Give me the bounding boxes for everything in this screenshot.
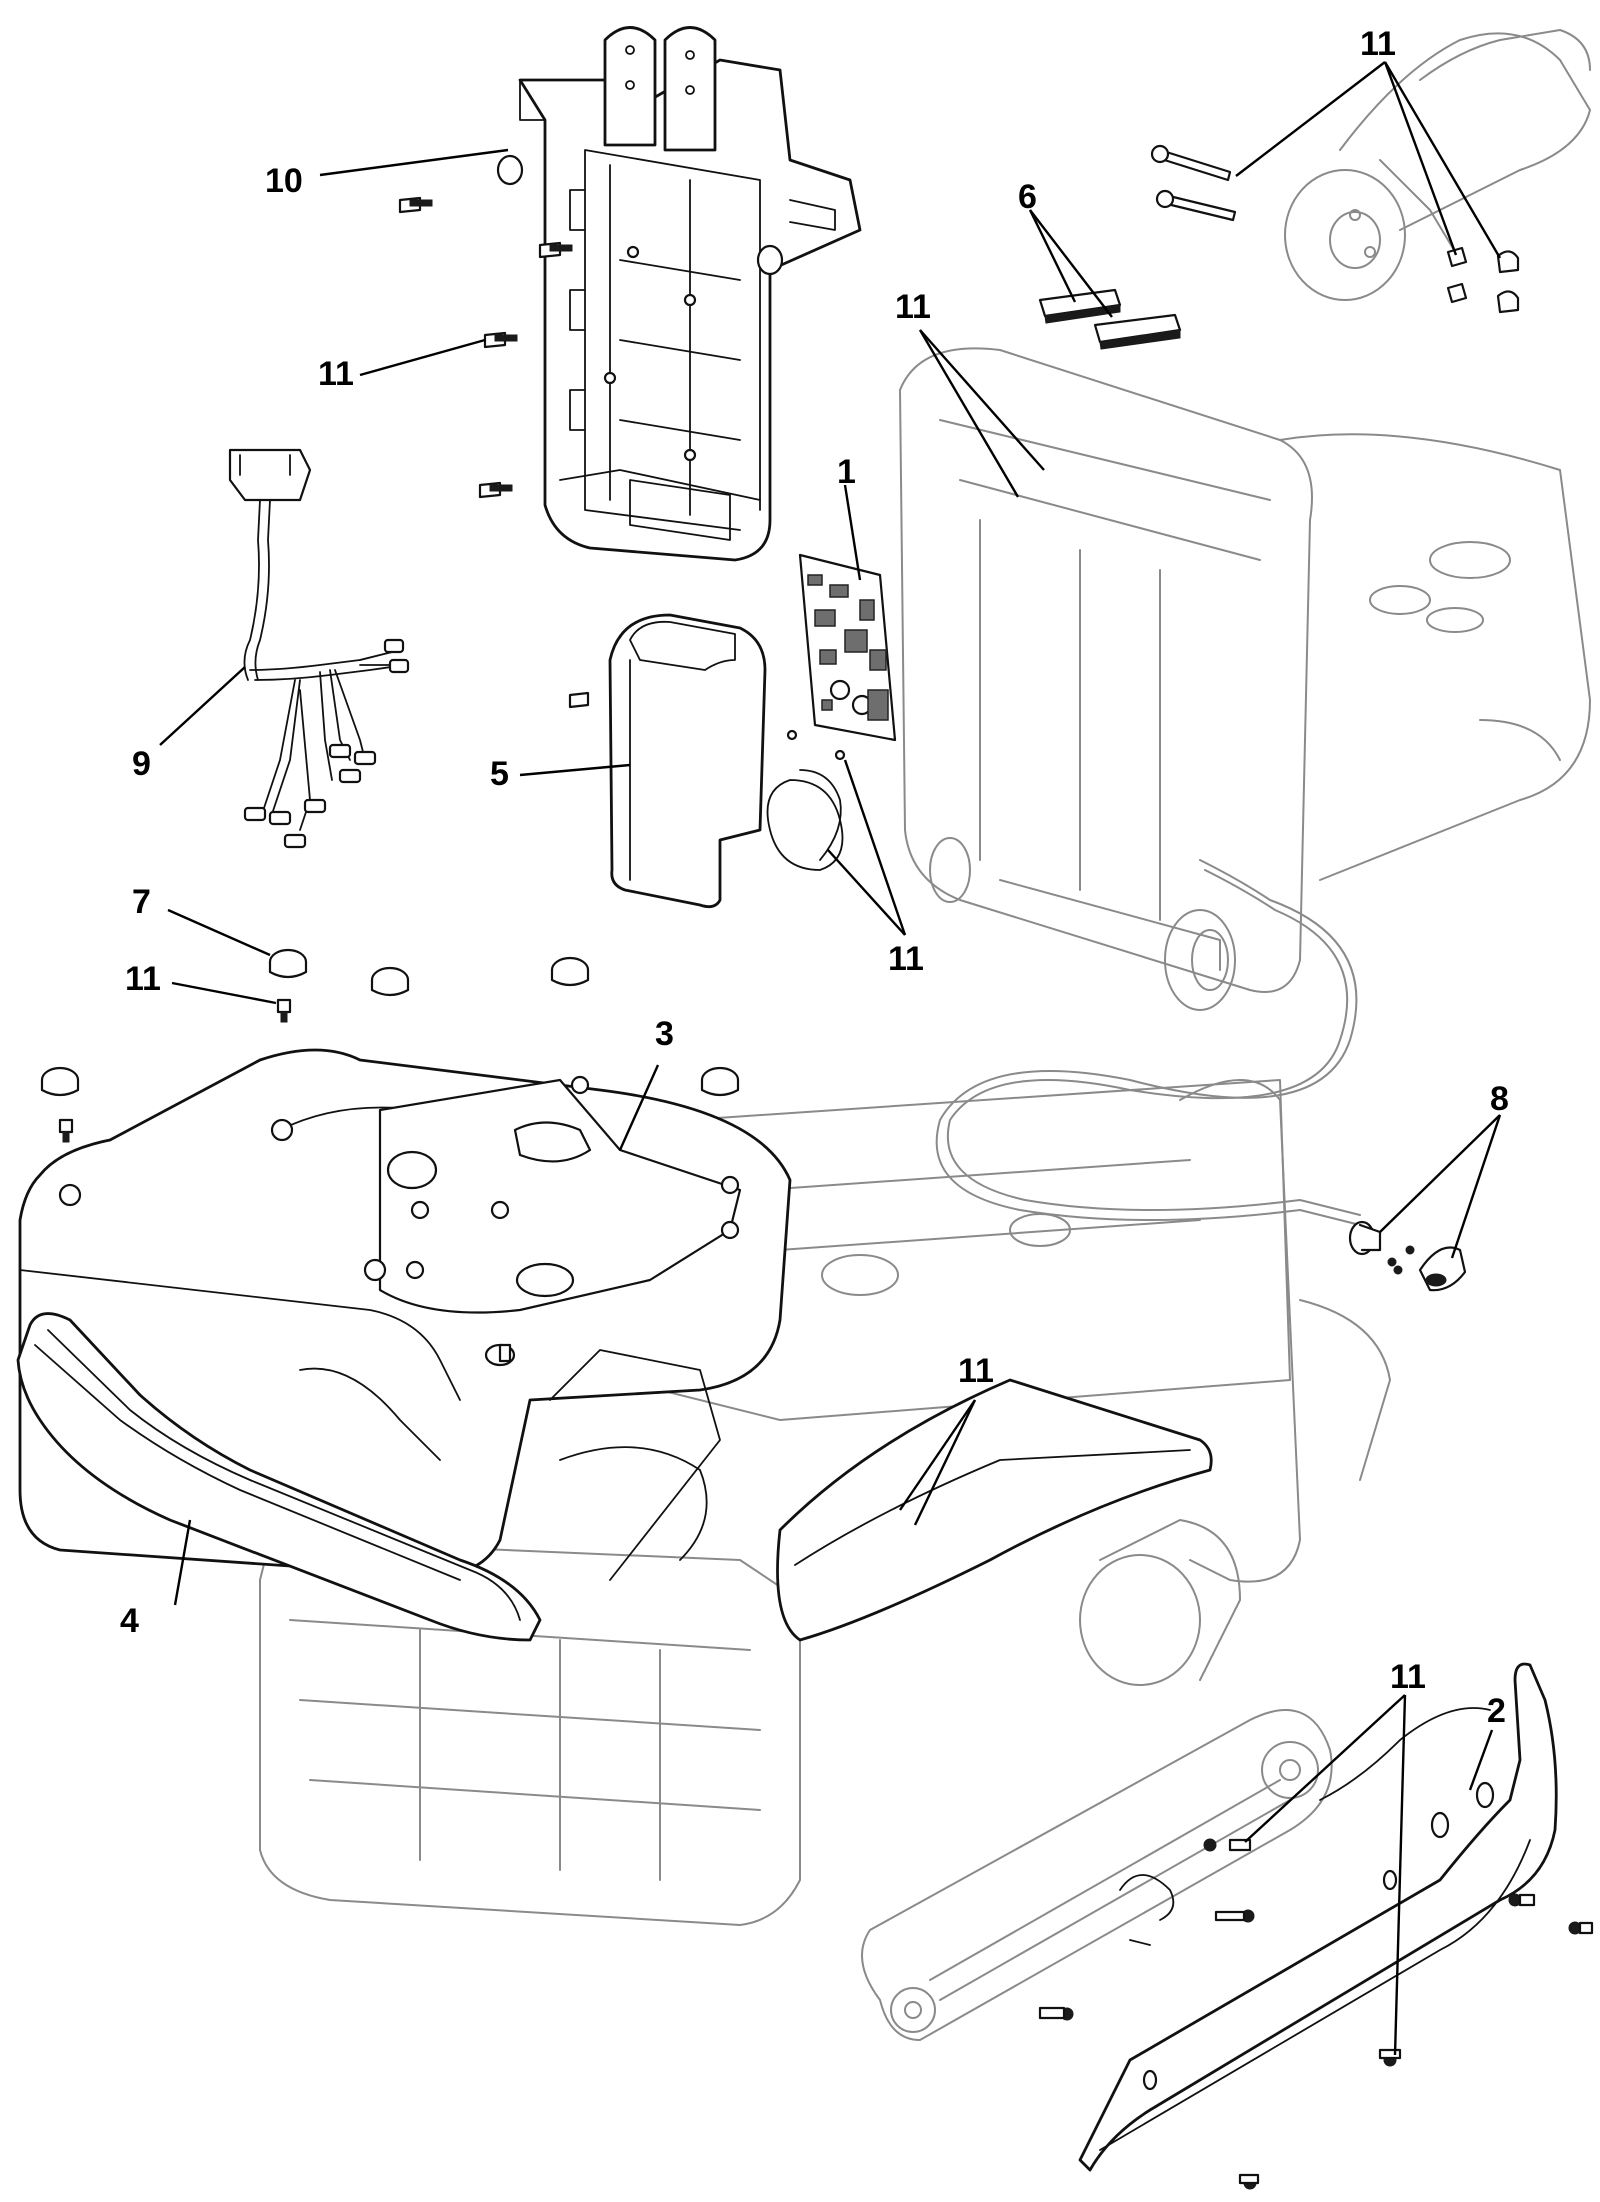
callout-leaders [159, 61, 1502, 2056]
part-7-plugs [40, 948, 740, 1143]
callout-4: 4 [120, 1602, 139, 1640]
part-10-battery-holder [496, 26, 862, 562]
callout-10: 10 [265, 162, 303, 200]
callout-labels: 11 10 6 11 11 1 9 5 11 7 11 3 8 11 4 11 … [120, 25, 1509, 1730]
part-9-wiring-harness [228, 448, 410, 849]
callout-11-top-right: 11 [1360, 25, 1396, 63]
part-8-switch [1348, 1220, 1467, 1292]
callout-11-center: 11 [895, 288, 931, 326]
part-6-strips [1038, 288, 1182, 350]
screws-bottom-right [1038, 1838, 1594, 2190]
callout-7: 7 [132, 883, 151, 921]
callout-9: 9 [132, 745, 151, 783]
callout-5: 5 [490, 755, 509, 793]
part-2-belt-cover [1078, 1662, 1558, 2172]
callout-11-cap: 11 [125, 960, 161, 998]
callout-2: 2 [1487, 1692, 1506, 1730]
callout-11-left: 11 [318, 355, 354, 393]
callout-3: 3 [655, 1015, 674, 1053]
part-4-bumper [16, 1312, 1213, 1642]
part-3-lid-base [18, 1048, 792, 1581]
callout-11-base: 11 [958, 1352, 994, 1390]
chassis-phantom [259, 29, 1591, 2041]
callout-8: 8 [1490, 1080, 1509, 1118]
callout-11-board: 11 [888, 940, 924, 978]
callout-11-bottom-right: 11 [1390, 1658, 1426, 1696]
callout-1: 1 [837, 453, 856, 491]
callout-6: 6 [1018, 178, 1037, 216]
part-1-circuit-board [786, 553, 897, 761]
part-5-cover [608, 613, 767, 909]
cable-ties [766, 769, 844, 871]
screws [398, 196, 590, 709]
part-11-pins-top-right [1150, 144, 1520, 314]
